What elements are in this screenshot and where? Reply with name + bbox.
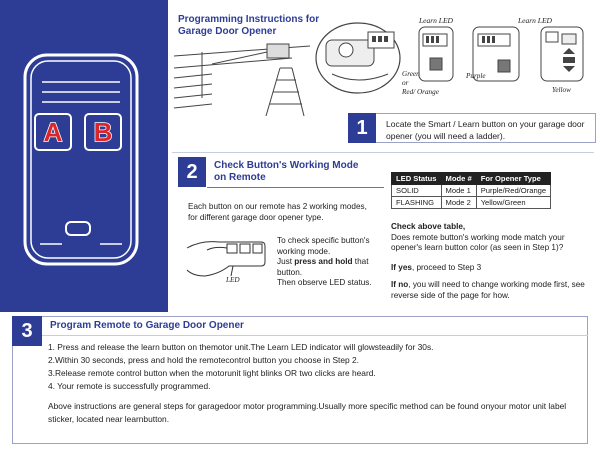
learn-panel-purple xyxy=(472,26,520,82)
color-purple-label: Purple xyxy=(466,72,486,80)
table-row: FLASHING Mode 2 Yellow/Green xyxy=(391,196,552,209)
hand-remote-illustration xyxy=(186,241,266,277)
programming-title: Programming Instructions for Garage Door… xyxy=(178,14,320,37)
step3-box xyxy=(12,316,588,444)
color-green-red-label: Green or Red/ Orange xyxy=(402,70,439,96)
step2-check-table-text: Check above table, Does remote button's … xyxy=(391,222,565,252)
left-panel: A B xyxy=(0,0,168,312)
button-a-label: A xyxy=(44,117,63,147)
step3-list: 1. Press and release the learn button on… xyxy=(48,341,588,393)
step2-if-yes: If yes, proceed to Step 3 xyxy=(391,263,482,272)
opener-closeup-illustration xyxy=(315,22,401,94)
learn-panel-green-red xyxy=(418,26,454,82)
list-item: 2.Within 30 seconds, press and hold the … xyxy=(48,355,359,365)
step3-badge: 3 xyxy=(12,316,42,346)
step3-title: Program Remote to Garage Door Opener xyxy=(50,320,244,331)
list-item: 1. Press and release the learn button on… xyxy=(48,342,434,352)
led-label: LED xyxy=(226,276,240,284)
step3-note: Above instructions are general steps for… xyxy=(48,401,567,424)
list-item: 3.Release remote control button when the… xyxy=(48,368,376,378)
list-item: 4. Your remote is successfully programme… xyxy=(48,381,211,391)
step2-badge: 2 xyxy=(178,157,206,187)
remote-button-b xyxy=(84,113,122,151)
led-status-table: LED Status Mode # For Opener Type SOLID … xyxy=(391,172,552,209)
step2-title: Check Button's Working Mode on Remote xyxy=(214,160,359,183)
button-b-label: B xyxy=(94,117,113,147)
learn-panel-yellow xyxy=(540,26,584,82)
divider xyxy=(172,152,594,153)
remote-control-illustration: A B xyxy=(23,53,139,266)
step2-underline xyxy=(207,187,384,188)
color-yellow-label: Yellow xyxy=(552,86,571,94)
garage-opener-illustration xyxy=(173,43,311,116)
step3-underline xyxy=(42,335,588,336)
remote-button-a xyxy=(34,113,72,151)
step2-intro: Each button on our remote has 2 working … xyxy=(188,202,367,222)
step1-badge: 1 xyxy=(348,113,376,143)
step2-if-no: If no, you will need to change working m… xyxy=(391,280,585,300)
step2-check-instructions: To check specific button's working mode.… xyxy=(277,236,372,287)
step1-text: Locate the Smart / Learn button on your … xyxy=(386,119,585,141)
remote-led-icon xyxy=(65,221,91,236)
learn-led-label-1: Learn LED xyxy=(419,16,453,25)
table-row: SOLID Mode 1 Purple/Red/Orange xyxy=(391,184,552,197)
table-header-row: LED Status Mode # For Opener Type xyxy=(391,172,552,185)
learn-led-label-2: Learn LED xyxy=(518,16,552,25)
